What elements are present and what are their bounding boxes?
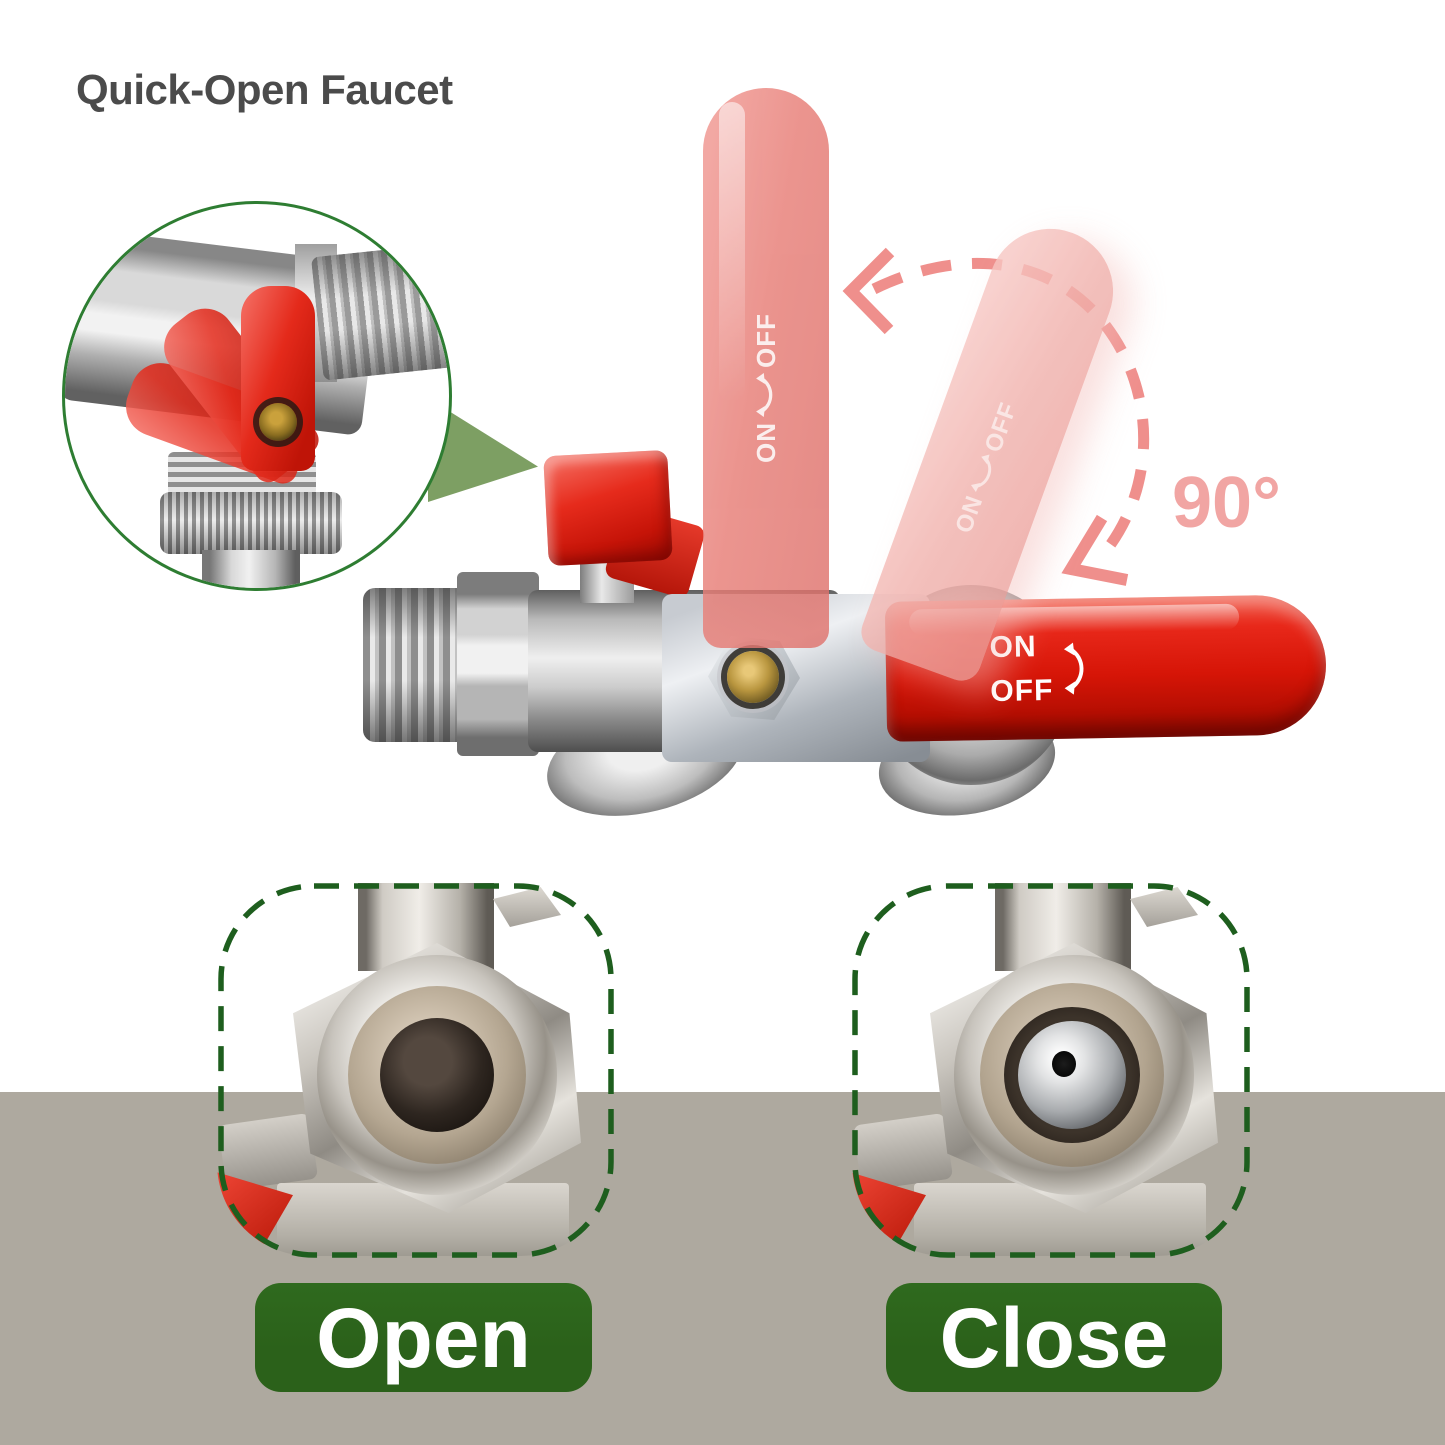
page-title: Quick-Open Faucet (76, 66, 453, 113)
arc-arrowhead-lower-icon (1061, 514, 1129, 586)
mini-brass-screw-icon (259, 403, 297, 441)
arc-arrowhead-upper-icon (842, 247, 895, 335)
brass-screw-icon (727, 651, 779, 703)
ghost-vertical-on-off-label: ON OFF (742, 313, 790, 463)
off-label: OFF (990, 673, 1054, 709)
ghost-gloss-highlight (719, 102, 745, 402)
open-state-label: Open (316, 1290, 531, 1385)
on-label: ON (751, 422, 781, 463)
valve-knurled-nut (160, 492, 342, 554)
rotate-on-off-arrow-icon (1063, 642, 1084, 695)
close-state-badge: Close (886, 1283, 1222, 1392)
ghost-handle-vertical: ON OFF (703, 88, 829, 648)
valve-lower-tube (202, 550, 300, 588)
outlet-bracket (493, 887, 561, 927)
valve-threaded-outlet (310, 243, 449, 381)
valve-hex-collar (457, 572, 539, 756)
outlet-bracket (1130, 887, 1198, 927)
rotate-on-off-arrow-icon (756, 373, 773, 417)
off-label: OFF (751, 313, 781, 368)
magnifier-callout (62, 201, 452, 591)
open-bore-hole (380, 1018, 494, 1132)
on-label: ON (949, 491, 989, 537)
ghost-diagonal-on-off-label: ON OFF (942, 396, 1030, 540)
close-state-label: Close (939, 1290, 1169, 1385)
open-valve-view (217, 883, 613, 1256)
off-label: OFF (979, 398, 1022, 456)
red-lever-handle: ON OFF (884, 594, 1328, 742)
open-state-badge: Open (255, 1283, 592, 1392)
mini-handle (241, 286, 315, 471)
rotate-on-off-arrow-icon (970, 454, 991, 492)
on-label: ON (989, 630, 1037, 665)
close-valve-view (852, 883, 1250, 1256)
t-handle-cap (543, 449, 673, 567)
lever-on-off-label: ON OFF (989, 630, 1089, 709)
rotation-angle-label: 90° (1172, 463, 1281, 543)
ball-reflection-dot (1052, 1051, 1076, 1077)
valve-ball (1018, 1021, 1126, 1129)
